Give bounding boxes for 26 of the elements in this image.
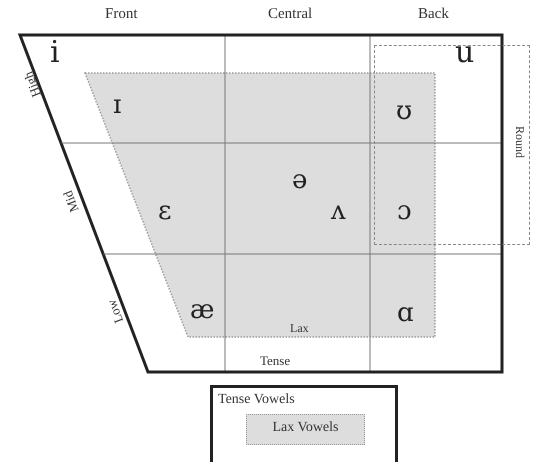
vowel-symbol: ɪ xyxy=(113,92,122,118)
column-heading: Front xyxy=(105,7,138,22)
node-label: Tense Vowels xyxy=(218,392,295,408)
vowel-symbol: ʌ xyxy=(331,198,346,224)
legend-box xyxy=(210,385,398,462)
vowel-symbol: u xyxy=(455,38,474,68)
region-label: Round xyxy=(512,126,527,158)
row-heading: Mid xyxy=(60,189,81,214)
vowel-symbol: ʊ xyxy=(396,98,412,124)
rounded-vowel-region xyxy=(374,45,530,245)
vowel-symbol: ɔ xyxy=(397,198,412,224)
lax-vowel-region xyxy=(85,73,435,337)
row-heading: High xyxy=(21,70,43,99)
column-heading: Back xyxy=(418,7,449,22)
column-heading: Central xyxy=(268,7,312,22)
vowel-chart-trapezoid xyxy=(20,35,502,372)
legend-swatch xyxy=(246,414,365,445)
vowel-symbol: ə xyxy=(292,167,308,193)
node-label: Lax Vowels xyxy=(272,420,340,436)
region-label: Lax xyxy=(290,321,309,336)
vowel-symbol: ɑ xyxy=(397,300,414,326)
vowel-symbol: i xyxy=(50,38,60,68)
vowel-symbol: æ xyxy=(190,297,214,323)
row-heading: Low xyxy=(104,298,126,325)
region-label: Tense xyxy=(260,353,290,369)
vowel-symbol: ɛ xyxy=(158,198,172,224)
